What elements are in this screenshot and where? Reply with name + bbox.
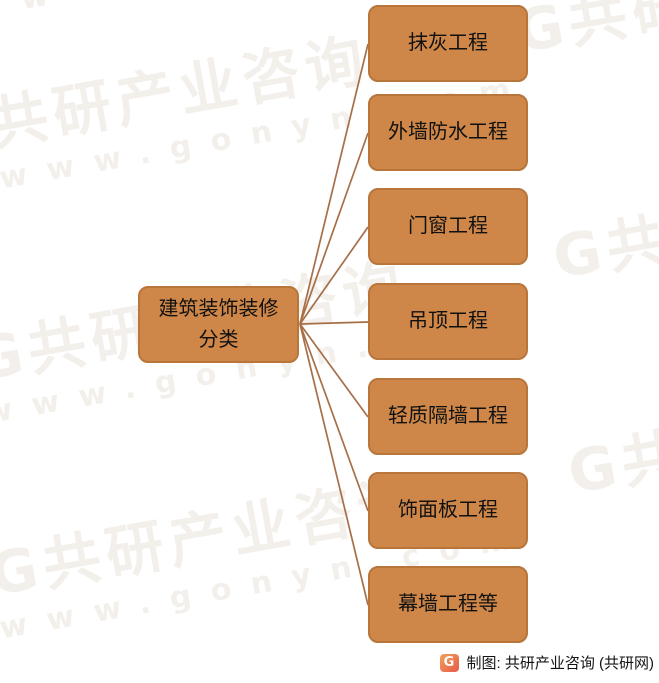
connector-line [299,323,369,606]
branch-node-label: 饰面板工程 [398,499,498,521]
branch-node-ceiling: 吊顶工程 [368,283,528,360]
branch-node-curtain-wall: 幕墙工程等 [368,566,528,643]
connector-line [299,226,369,325]
connector-line [299,323,369,512]
branch-node-label: 门窗工程 [408,215,488,237]
connector-line [299,321,369,325]
root-node-label: 建筑装饰装修分类 [158,297,279,351]
connector-line [299,132,369,325]
connector-line [299,323,369,418]
connector-line [299,43,369,325]
branch-node-doors-windows: 门窗工程 [368,188,528,265]
branch-node-plastering: 抹灰工程 [368,5,528,82]
branch-node-label: 抹灰工程 [408,32,488,54]
root-node: 建筑装饰装修分类 [138,286,299,363]
branch-node-exterior-waterproofing: 外墙防水工程 [368,94,528,171]
branch-node-veneer-panel: 饰面板工程 [368,472,528,549]
branch-node-label: 轻质隔墙工程 [388,405,508,427]
branch-node-label: 吊顶工程 [408,310,488,332]
credit-text: 制图: 共研产业咨询 (共研网) [466,655,655,672]
footer-credit: G 制图: 共研产业咨询 (共研网) [439,652,655,673]
branch-node-label: 外墙防水工程 [388,121,508,143]
branch-node-label: 幕墙工程等 [398,593,498,615]
gonyn-logo-icon: G [439,653,459,672]
branch-node-lightweight-partition: 轻质隔墙工程 [368,378,528,455]
gonyn-logo-letter: G [443,655,455,670]
